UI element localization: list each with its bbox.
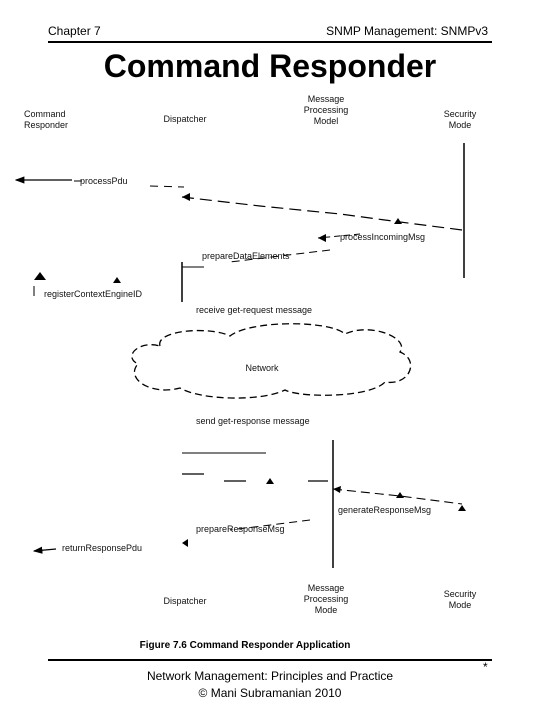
msg-send-response: send get-response message <box>196 416 310 426</box>
slide-title: Command Responder <box>103 48 437 84</box>
topic-label: SNMP Management: SNMPv3 <box>326 24 488 38</box>
register-marker-left <box>34 272 46 280</box>
participant-mpm-top: Message Processing Model <box>303 94 349 126</box>
register-marker-right <box>113 277 121 283</box>
generate-marker <box>396 492 404 498</box>
footer-book: Network Management: Principles and Pract… <box>146 669 394 683</box>
generate-response-line <box>332 488 463 505</box>
chapter-label: Chapter 7 <box>48 24 101 38</box>
participant-mpm-bottom: Message Processing Mode <box>303 583 349 615</box>
process-pdu-trail <box>149 185 185 188</box>
footer-rule <box>48 659 492 661</box>
msg-return-response-pdu: returnResponsePdu <box>62 543 143 553</box>
header-rule <box>48 41 492 43</box>
process-incoming-head <box>318 234 326 242</box>
incoming-flow-head <box>182 193 190 201</box>
msg-generate-response: generateResponseMsg <box>338 505 432 515</box>
response-marker <box>266 478 274 484</box>
participant-dispatcher-bottom: Dispatcher <box>163 596 207 606</box>
prepare-response-head <box>182 539 188 547</box>
msg-process-pdu: processPdu <box>80 176 128 186</box>
figure-caption: Figure 7.6 Command Responder Application <box>139 640 351 651</box>
msg-prepare-response: prepareResponseMsg <box>196 524 285 534</box>
participant-security-bottom: Security Mode <box>443 589 477 610</box>
network-cloud <box>131 323 412 399</box>
msg-process-incoming: processIncomingMsg <box>340 232 426 242</box>
participant-security-top: Security Mode <box>443 109 477 130</box>
return-response-arrow <box>32 546 57 554</box>
footer-copyright: © Mani Subramanian 2010 <box>198 686 342 700</box>
prepare-response-line <box>229 519 311 531</box>
msg-register-context: registerContextEngineID <box>44 289 143 299</box>
page-marker: * <box>483 660 488 674</box>
generate-marker-right <box>458 505 466 511</box>
security-marker <box>394 218 402 224</box>
generate-response-head <box>333 486 341 493</box>
prepare-data-line <box>229 249 331 263</box>
network-label: Network <box>245 363 279 373</box>
msg-prepare-data-elements: prepareDataElements <box>202 251 290 261</box>
participant-dispatcher-top: Dispatcher <box>163 114 207 124</box>
msg-receive-request: receive get-request message <box>196 305 313 315</box>
incoming-flow-line <box>181 196 463 231</box>
participant-command-responder: Command Responder <box>24 109 69 130</box>
